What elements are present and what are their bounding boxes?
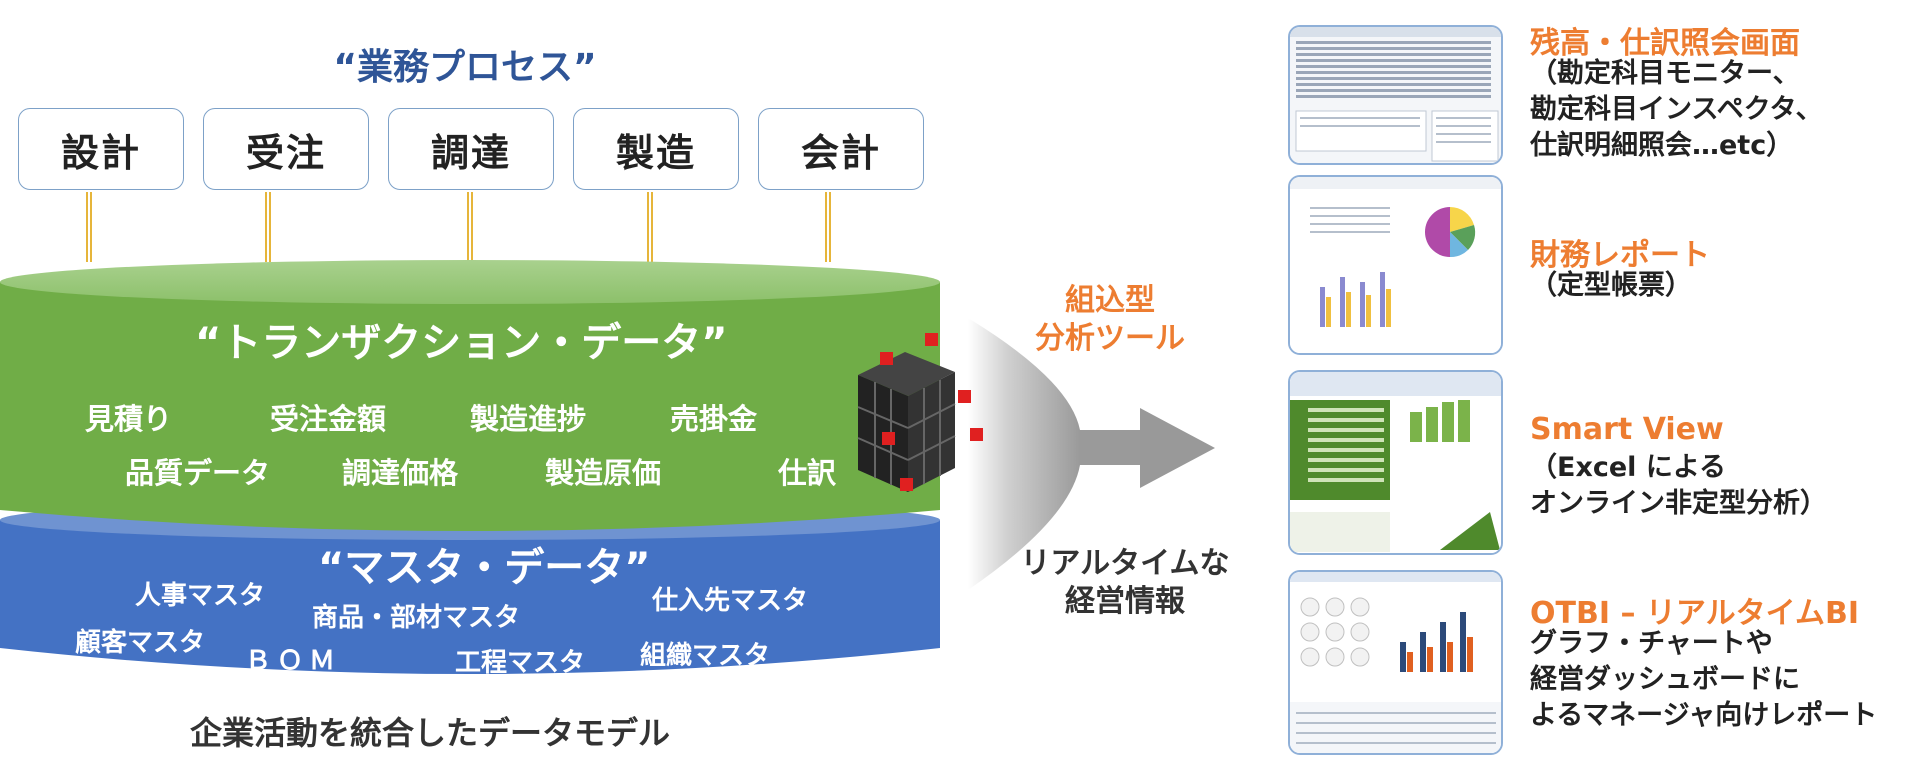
transaction-item: 調達価格 xyxy=(342,456,459,490)
process-box-label: 製造 xyxy=(615,130,696,175)
transaction-data-top xyxy=(0,260,940,304)
master-item: ＢＯＭ xyxy=(245,646,342,676)
output-desc: 勘定科目インスペクタ、 xyxy=(1530,94,1823,125)
output-title-inquiry: 残高・仕訳照会画面 xyxy=(1530,26,1800,61)
realtime-info-line: 経営情報 xyxy=(1065,584,1185,619)
transaction-item: 仕訳 xyxy=(778,456,837,490)
transaction-item: 受注金額 xyxy=(270,402,387,436)
connector-line xyxy=(825,192,831,262)
connector-line xyxy=(647,192,653,262)
balance-inquiry-thumbnail xyxy=(1288,25,1503,165)
financial-report-image xyxy=(1290,177,1501,353)
process-box-label: 調達 xyxy=(430,130,511,175)
output-desc: グラフ・チャートや xyxy=(1530,628,1773,659)
smart-view-thumbnail xyxy=(1288,370,1503,555)
connector-line xyxy=(86,192,92,262)
realtime-info-label: リアルタイムな 経営情報 xyxy=(1000,545,1250,621)
realtime-info-line: リアルタイムな xyxy=(1020,546,1230,581)
transaction-item: 製造進捗 xyxy=(470,402,587,436)
embedded-tool-line: 分析ツール xyxy=(1035,321,1185,356)
otbi-dashboard-image xyxy=(1290,572,1501,753)
process-box-manufacturing: 製造 xyxy=(573,108,739,190)
master-item: 顧客マスタ xyxy=(75,628,206,658)
output-desc: （定型帳票） xyxy=(1530,270,1692,301)
output-desc: （勘定科目モニター、 xyxy=(1530,58,1800,89)
output-desc: よるマネージャ向けレポート xyxy=(1530,700,1878,731)
arrow-shaft xyxy=(1080,430,1140,465)
output-title-smart-view: Smart View xyxy=(1530,412,1724,447)
process-box-procurement: 調達 xyxy=(388,108,554,190)
process-box-design: 設計 xyxy=(18,108,184,190)
transaction-item: 製造原価 xyxy=(545,456,662,490)
master-data-title: “マスタ・データ” xyxy=(318,545,651,591)
process-box-label: 設計 xyxy=(60,130,141,175)
output-title-otbi: OTBI – リアルタイムBI xyxy=(1530,596,1860,631)
process-box-order: 受注 xyxy=(203,108,369,190)
inquiry-screen-image xyxy=(1290,27,1501,163)
output-desc: オンライン非定型分析） xyxy=(1530,488,1827,519)
otbi-thumbnail xyxy=(1288,570,1503,755)
embedded-tool-label: 組込型 分析ツール xyxy=(1010,282,1210,358)
master-item: 組織マスタ xyxy=(640,641,771,671)
output-title-financial-report: 財務レポート xyxy=(1530,238,1710,273)
master-data-band xyxy=(0,520,940,674)
master-item: 人事マスタ xyxy=(135,581,266,611)
embedded-tool-line: 組込型 xyxy=(1065,283,1155,318)
output-desc: （Excel による xyxy=(1530,452,1727,483)
transaction-item: 品質データ xyxy=(125,456,271,490)
transaction-item: 見積り xyxy=(85,402,173,436)
master-item: 商品・部材マスタ xyxy=(312,603,521,633)
data-model-caption: 企業活動を統合したデータモデル xyxy=(190,714,671,752)
master-item: 仕入先マスタ xyxy=(652,586,809,616)
arrow-head xyxy=(1140,408,1215,488)
financial-report-thumbnail xyxy=(1288,175,1503,355)
connector-line xyxy=(467,192,473,262)
transaction-item: 売掛金 xyxy=(670,402,758,436)
transaction-data-title: “トランザクション・データ” xyxy=(195,320,728,366)
process-box-accounting: 会計 xyxy=(758,108,924,190)
process-title: “業務プロセス” xyxy=(333,47,597,88)
connector-line xyxy=(265,192,271,262)
output-desc: 経営ダッシュボードに xyxy=(1530,664,1800,695)
analysis-funnel xyxy=(968,318,1080,590)
transaction-data-band xyxy=(0,282,940,531)
output-desc: 仕訳明細照会…etc） xyxy=(1530,130,1794,161)
process-box-label: 会計 xyxy=(800,130,881,175)
master-item: 工程マスタ xyxy=(455,648,586,678)
data-cube-icon xyxy=(857,333,983,492)
smart-view-image xyxy=(1290,372,1501,553)
process-box-label: 受注 xyxy=(245,130,326,175)
